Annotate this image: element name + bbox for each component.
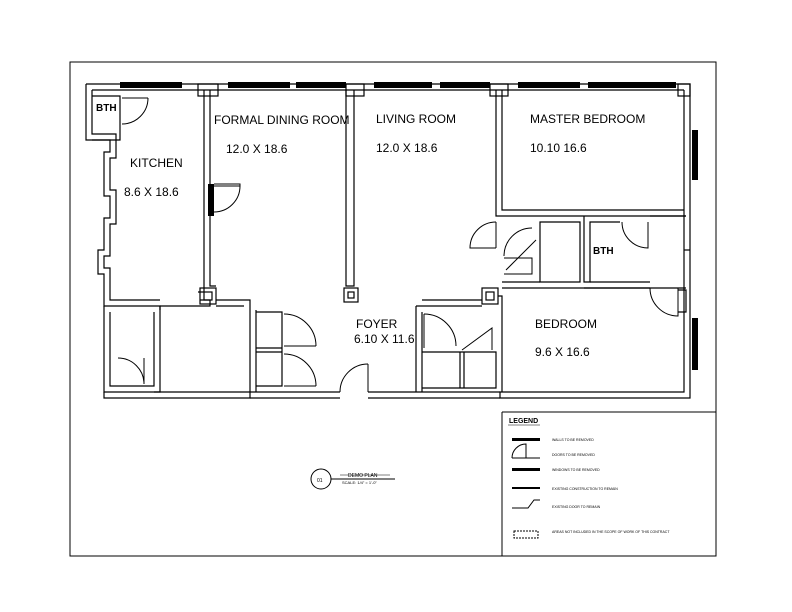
legend-item-2: DOORS TO BE REMOVED bbox=[552, 453, 595, 457]
drawing-scale: SCALE: 1/4" = 1'-0" bbox=[342, 480, 377, 485]
foyer-dims: 6.10 X 11.6 bbox=[354, 332, 415, 346]
master-name: MASTER BEDROOM bbox=[530, 112, 645, 126]
bedroom-dims: 9.6 X 16.6 bbox=[535, 345, 590, 359]
windows bbox=[120, 82, 698, 370]
drawing-title: DEMO PLAN bbox=[348, 473, 378, 479]
legend-door-remain-symbol bbox=[512, 499, 540, 509]
legend-item-3: WINDOWS TO BE REMOVED bbox=[552, 468, 600, 472]
exterior-walls bbox=[85, 83, 691, 399]
legend-item-4: EXISTING CONSTRUCTION TO REMAIN bbox=[552, 487, 618, 491]
master-dims: 10.10 16.6 bbox=[530, 141, 587, 155]
interior-walls bbox=[92, 83, 691, 392]
foyer-name: FOYER bbox=[356, 317, 398, 331]
legend-window-symbol bbox=[512, 468, 540, 471]
sheet-border bbox=[69, 61, 717, 557]
bedroom-name: BEDROOM bbox=[535, 317, 597, 331]
legend-item-5: EXISTING DOOR TO REMAIN bbox=[552, 505, 601, 509]
legend-door-symbol bbox=[511, 443, 540, 459]
drawing-title-symbol bbox=[310, 468, 395, 490]
legend-wall-symbol bbox=[512, 438, 540, 441]
legend-scope-symbol bbox=[513, 530, 539, 539]
bath2-label: BTH bbox=[593, 246, 614, 257]
kitchen-dims: 8.6 X 18.6 bbox=[124, 185, 179, 199]
legend bbox=[501, 411, 716, 556]
living-name: LIVING ROOM bbox=[376, 112, 456, 126]
doors bbox=[117, 97, 679, 393]
dining-name: FORMAL DINING ROOM bbox=[214, 113, 350, 127]
dining-dims: 12.0 X 18.6 bbox=[226, 142, 288, 156]
legend-item-6: AREAS NOT INCLUDED IN THE SCOPE OF WORK … bbox=[552, 530, 670, 534]
legend-title: LEGEND bbox=[509, 418, 538, 425]
bath1-label: BTH bbox=[96, 103, 117, 114]
living-dims: 12.0 X 18.6 bbox=[376, 141, 438, 155]
drawing-number: 01 bbox=[317, 478, 323, 484]
legend-item-1: WALLS TO BE REMOVED bbox=[552, 438, 594, 442]
kitchen-name: KITCHEN bbox=[130, 156, 183, 170]
